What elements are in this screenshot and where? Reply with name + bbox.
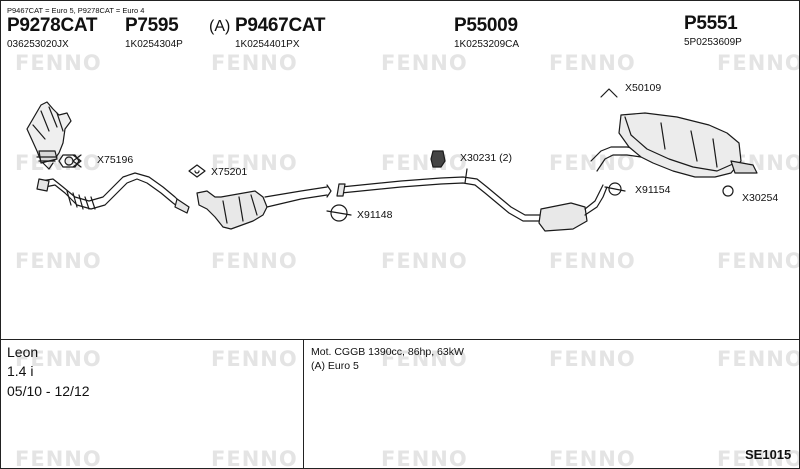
oe-number-p7595: 1K0254304P [125,39,183,50]
section-divider [1,339,799,340]
watermark-text: FENNO [717,249,800,273]
exhaust-system-drawing [26,88,758,232]
oe-number-p9467cat: 1K0254401PX [235,39,300,50]
column-divider [303,339,304,468]
vehicle-model: Leon [7,344,39,360]
watermark-text: FENNO [549,249,636,273]
oe-number-p5551: 5P0253609P [684,37,742,48]
watermark-text: FENNO [381,151,468,175]
clamp-icon-x30231[interactable] [430,150,446,168]
rubber-icon-x30254[interactable] [722,185,734,197]
rear-silencer[interactable] [590,112,758,178]
front-pipe[interactable] [36,172,190,214]
watermark-text: FENNO [211,249,298,273]
watermark-text: FENNO [549,51,636,75]
part-number-p55009[interactable]: P55009 [454,15,518,36]
catalytic-converter[interactable] [196,184,332,230]
watermark-text: FENNO [15,447,102,469]
watermark-text: FENNO [717,51,800,75]
watermark-text: FENNO [381,51,468,75]
watermark-text: FENNO [15,51,102,75]
clamp-icon-x91154[interactable] [604,182,626,196]
accessory-label-x30231: X30231 (2) [460,152,512,164]
watermark-text: FENNO [15,249,102,273]
watermark-text: FENNO [15,347,102,371]
part-number-p7595[interactable]: P7595 [125,15,179,36]
oe-number-p55009: 1K0253209CA [454,39,520,50]
euro-note-a: (A) Euro 5 [311,360,359,372]
euro5-prefix: (A) [209,18,231,35]
watermark-text: FENNO [211,151,298,175]
manifold-catalyst[interactable] [26,101,72,170]
watermark-text: FENNO [717,347,800,371]
diagram-code: SE1015 [745,447,792,462]
gasket-shape-x75196 [72,154,82,168]
accessory-label-x91148: X91148 [357,209,393,221]
part-number-p9278cat[interactable]: P9278CAT [7,15,98,36]
watermark-text: FENNO [211,447,298,469]
watermark-text: FENNO [717,447,800,469]
accessory-label-x30254: X30254 [742,192,779,204]
oe-number-p9278cat: 036253020JX [7,39,69,50]
part-number-p9467cat[interactable]: P9467CAT [235,15,326,36]
accessory-label-x75201: X75201 [211,166,248,178]
accessory-label-x91154: X91154 [635,184,671,196]
watermark-text: FENNO [381,249,468,273]
vehicle-engine: 1.4 i [7,363,34,379]
vehicle-years: 05/10 - 12/12 [7,383,90,399]
part-number-p5551[interactable]: P5551 [684,13,738,34]
gasket-icon-x75201[interactable] [188,164,206,178]
euro-note: P9467CAT = Euro 5, P9278CAT = Euro 4 [7,6,145,15]
watermark-text: FENNO [381,347,468,371]
watermark-text: FENNO [549,347,636,371]
accessory-label-x50109: X50109 [625,82,662,94]
watermark-text: FENNO [549,447,636,469]
watermark-text: FENNO [211,347,298,371]
hanger-icon-x50109[interactable] [600,88,618,98]
accessory-label-x75196: X75196 [97,154,134,166]
watermark-text: FENNO [381,447,468,469]
middle-silencer[interactable] [336,168,608,232]
watermark-text: FENNO [211,51,298,75]
clamp-icon-x91148[interactable] [326,204,352,222]
motor-spec: Mot. CGGB 1390cc, 86hp, 63kW [311,346,464,358]
